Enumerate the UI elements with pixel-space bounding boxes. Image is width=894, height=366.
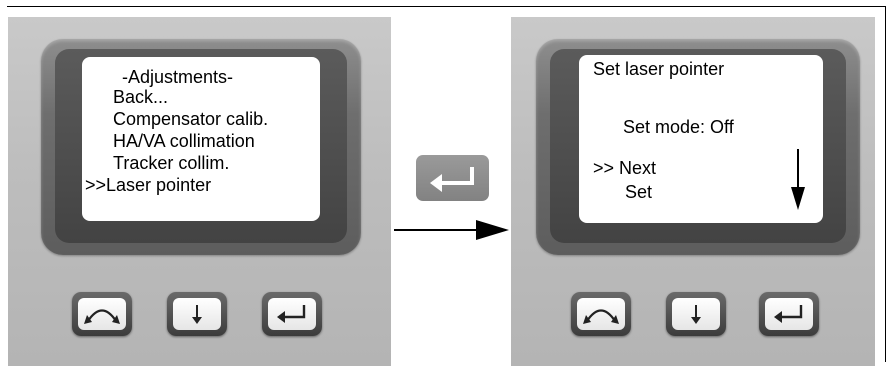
menu-item-collimation[interactable]: HA/VA collimation (113, 131, 255, 151)
enter-key-icon (277, 305, 306, 323)
menu-item-tracker[interactable]: Tracker collim. (113, 153, 230, 173)
menu-title: -Adjustments- (122, 67, 234, 87)
down-button[interactable] (666, 292, 726, 336)
menu-item-set[interactable]: Set (625, 182, 653, 202)
device-panel-left: -Adjustments- Back... Compensator calib.… (8, 17, 391, 366)
enter-button[interactable] (262, 292, 322, 336)
display-screen-laser-pointer: Set laser pointer Set mode: Off >> Next … (579, 55, 823, 223)
down-arrow-icon (691, 305, 701, 324)
arc-button[interactable] (571, 292, 631, 336)
device-panel-right: Set laser pointer Set mode: Off >> Next … (511, 17, 875, 366)
enter-key-icon (429, 167, 474, 192)
menu-item-back[interactable]: Back... (113, 87, 169, 107)
enter-key-icon (774, 305, 803, 323)
transition-arrow-icon (394, 220, 509, 240)
screen-title: Set laser pointer (593, 59, 725, 79)
down-arrow-icon (791, 149, 805, 210)
curved-double-arrow-icon (583, 309, 619, 324)
menu-item-laser-pointer-selected[interactable]: >>Laser pointer (85, 175, 212, 195)
enter-key-badge (416, 155, 489, 201)
display-screen-adjustments: -Adjustments- Back... Compensator calib.… (82, 57, 320, 221)
down-button[interactable] (167, 292, 227, 336)
mode-status: Set mode: Off (623, 117, 734, 137)
menu-item-compensator[interactable]: Compensator calib. (113, 109, 269, 129)
arc-button[interactable] (72, 292, 132, 336)
curved-double-arrow-icon (84, 309, 120, 324)
menu-item-next-selected[interactable]: >> Next (593, 158, 657, 178)
figure-frame (7, 6, 886, 362)
enter-button[interactable] (759, 292, 819, 336)
down-arrow-icon (192, 305, 202, 324)
